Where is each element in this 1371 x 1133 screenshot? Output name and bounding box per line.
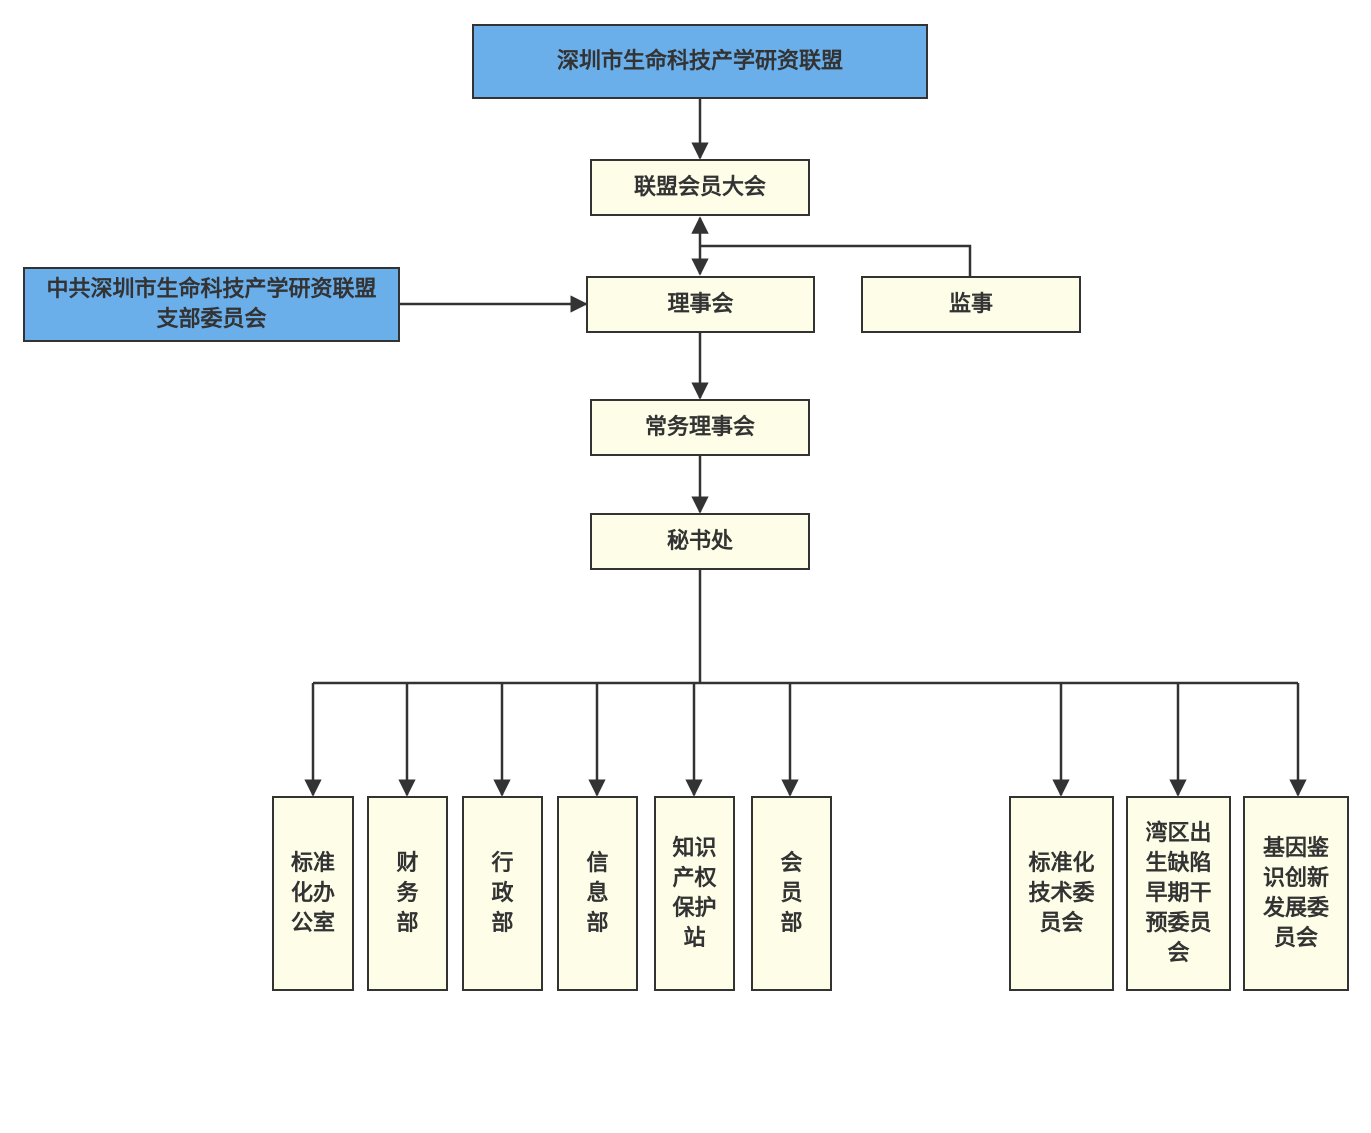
department-label: 信息部 — [586, 850, 609, 936]
department-label: 行政部 — [491, 850, 514, 936]
department-node: 湾区出生缺陷早期干预委员会 — [1126, 796, 1231, 991]
department-node: 财务部 — [367, 796, 448, 991]
department-label: 标准化办公室 — [290, 850, 335, 936]
node-party-committee: 中共深圳市生命科技产学研资联盟支部委员会 — [23, 267, 400, 342]
department-node: 标准化技术委员会 — [1009, 796, 1114, 991]
node-standing-council-label: 常务理事会 — [644, 414, 755, 440]
connector-supervisor — [700, 244, 972, 277]
department-label: 基因鉴识创新发展委员会 — [1262, 835, 1329, 951]
node-root: 深圳市生命科技产学研资联盟 — [472, 24, 928, 99]
department-node: 知识产权保护站 — [654, 796, 735, 991]
node-standing-council: 常务理事会 — [590, 399, 810, 456]
department-node: 标准化办公室 — [272, 796, 354, 991]
department-node: 基因鉴识创新发展委员会 — [1243, 796, 1349, 991]
node-council-label: 理事会 — [667, 291, 734, 317]
node-assembly-label: 联盟会员大会 — [633, 174, 766, 200]
node-root-label: 深圳市生命科技产学研资联盟 — [556, 48, 843, 74]
department-node: 会员部 — [751, 796, 832, 991]
department-label: 湾区出生缺陷早期干预委员会 — [1145, 820, 1212, 966]
department-label: 财务部 — [396, 850, 419, 936]
node-secretariat: 秘书处 — [590, 513, 810, 570]
node-party-committee-label: 中共深圳市生命科技产学研资联盟支部委员会 — [46, 276, 377, 332]
node-council: 理事会 — [586, 276, 815, 333]
node-secretariat-label: 秘书处 — [666, 528, 733, 554]
node-assembly: 联盟会员大会 — [590, 159, 810, 216]
node-supervisor-label: 监事 — [948, 291, 993, 317]
node-supervisor: 监事 — [861, 276, 1081, 333]
department-node: 行政部 — [462, 796, 543, 991]
department-node: 信息部 — [557, 796, 638, 991]
department-label: 会员部 — [780, 850, 803, 936]
department-label: 知识产权保护站 — [672, 835, 717, 951]
department-label: 标准化技术委员会 — [1028, 850, 1095, 936]
